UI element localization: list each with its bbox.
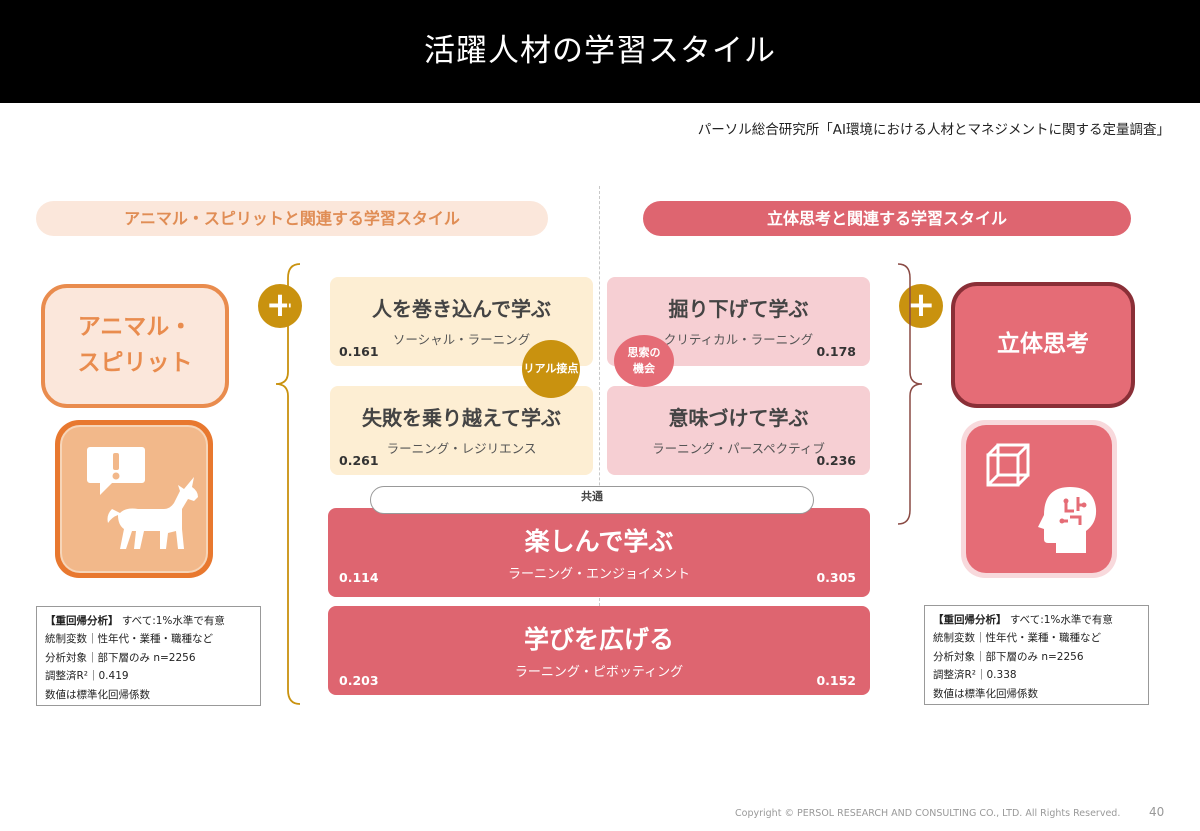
learning-pivoting-title: 学びを広げる: [523, 625, 674, 654]
right-stats-heading: 【重回帰分析】: [933, 614, 1007, 626]
social-learning-title: 人を巻き込んで学ぶ: [372, 297, 551, 321]
right-stats-significance: すべて:1%水準で有意: [1009, 614, 1113, 626]
learning-enjoyment-subtitle: ラーニング・エンジョイメント: [507, 567, 690, 582]
head-brain-icon: [1038, 487, 1097, 553]
right-section-header: 立体思考と関連する学習スタイル: [643, 201, 1131, 236]
common-label: 共通: [370, 486, 814, 514]
title-bar: 活躍人材の学習スタイル: [0, 0, 1200, 103]
left-stats-heading: 【重回帰分析】: [45, 615, 119, 627]
left-regression-stats: 【重回帰分析】 すべて:1%水準で有意 統制変数｜性年代・業種・職種など 分析対…: [36, 606, 261, 706]
left-curly-brace: [275, 263, 301, 705]
learning-pivoting-left-value: 0.203: [339, 673, 379, 688]
left-stats-controls: 統制変数｜性年代・業種・職種など: [45, 633, 213, 646]
critical-learning-title: 掘り下げて学ぶ: [668, 297, 809, 321]
learning-resilience-value: 0.261: [339, 453, 379, 468]
learning-resilience-card: 失敗を乗り越えて学ぶ ラーニング・レジリエンス 0.261: [330, 386, 593, 475]
critical-learning-subtitle: クリティカル・ラーニング: [663, 332, 814, 347]
learning-enjoyment-title: 楽しんで学ぶ: [524, 527, 674, 556]
thinking-opportunity-line1: 思索の: [627, 345, 661, 359]
exclamation-bubble-icon: [87, 447, 145, 495]
cube-icon: [986, 443, 1030, 487]
thinking-opportunity-bubble: 思索の 機会: [614, 335, 674, 387]
learning-pivoting-subtitle: ラーニング・ピボッティング: [514, 665, 684, 680]
learning-pivoting-card: 学びを広げる ラーニング・ピボッティング 0.203 0.152: [328, 606, 870, 695]
center-divider: [599, 186, 600, 606]
right-stats-target: 分析対象｜部下層のみ n=2256: [933, 650, 1084, 663]
learning-enjoyment-left-value: 0.114: [339, 570, 379, 585]
thinking-opportunity-line2: 機会: [633, 362, 655, 375]
3d-thinking-icon-card: [961, 420, 1117, 578]
left-stats-target: 分析対象｜部下層のみ n=2256: [45, 651, 196, 664]
learning-enjoyment-right-value: 0.305: [816, 570, 856, 585]
unicorn-icon: [107, 477, 198, 549]
right-regression-stats: 【重回帰分析】 すべて:1%水準で有意 統制変数｜性年代・業種・職種など 分析対…: [924, 605, 1149, 705]
learning-perspective-subtitle: ラーニング・パースペクティブ: [652, 441, 825, 456]
right-stats-r2: 調整済R²｜0.338: [933, 669, 1017, 682]
social-learning-value: 0.161: [339, 344, 379, 359]
source-note: パーソル総合研究所「AI環境における人材とマネジメントに関する定量調査」: [697, 122, 1170, 138]
page-title: 活躍人材の学習スタイル: [424, 33, 776, 69]
right-stats-controls: 統制変数｜性年代・業種・職種など: [933, 632, 1101, 645]
left-stats-significance: すべて:1%水準で有意: [121, 615, 225, 627]
learning-perspective-value: 0.236: [816, 453, 856, 468]
social-learning-subtitle: ソーシャル・ラーニング: [392, 332, 531, 347]
right-stats-note: 数値は標準化回帰係数: [933, 687, 1038, 700]
right-plus-icon: +: [899, 284, 943, 328]
animal-spirit-line1: アニマル・: [77, 314, 193, 341]
learning-resilience-subtitle: ラーニング・レジリエンス: [386, 441, 537, 456]
left-stats-r2: 調整済R²｜0.419: [45, 670, 129, 683]
copyright: Copyright © PERSOL RESEARCH AND CONSULTI…: [735, 808, 1121, 819]
right-curly-brace: [897, 263, 923, 525]
learning-pivoting-right-value: 0.152: [816, 673, 856, 688]
learning-resilience-title: 失敗を乗り越えて学ぶ: [362, 406, 561, 430]
learning-enjoyment-card: 楽しんで学ぶ ラーニング・エンジョイメント 0.114 0.305: [328, 508, 870, 597]
animal-spirit-icon-card: [55, 420, 213, 578]
left-stats-note: 数値は標準化回帰係数: [45, 688, 150, 701]
learning-perspective-card: 意味づけて学ぶ ラーニング・パースペクティブ 0.236: [607, 386, 870, 475]
page-number: 40: [1149, 805, 1165, 819]
left-section-header: アニマル・スピリットと関連する学習スタイル: [36, 201, 548, 236]
critical-learning-value: 0.178: [816, 344, 856, 359]
animal-spirit-line2: スピリット: [77, 350, 193, 376]
learning-perspective-title: 意味づけて学ぶ: [668, 406, 809, 430]
animal-spirit-box: アニマル・ スピリット: [41, 284, 229, 408]
3d-thinking-box: 立体思考: [951, 282, 1135, 408]
left-plus-icon: +: [258, 284, 302, 328]
real-contact-bubble: リアル接点: [522, 340, 580, 398]
